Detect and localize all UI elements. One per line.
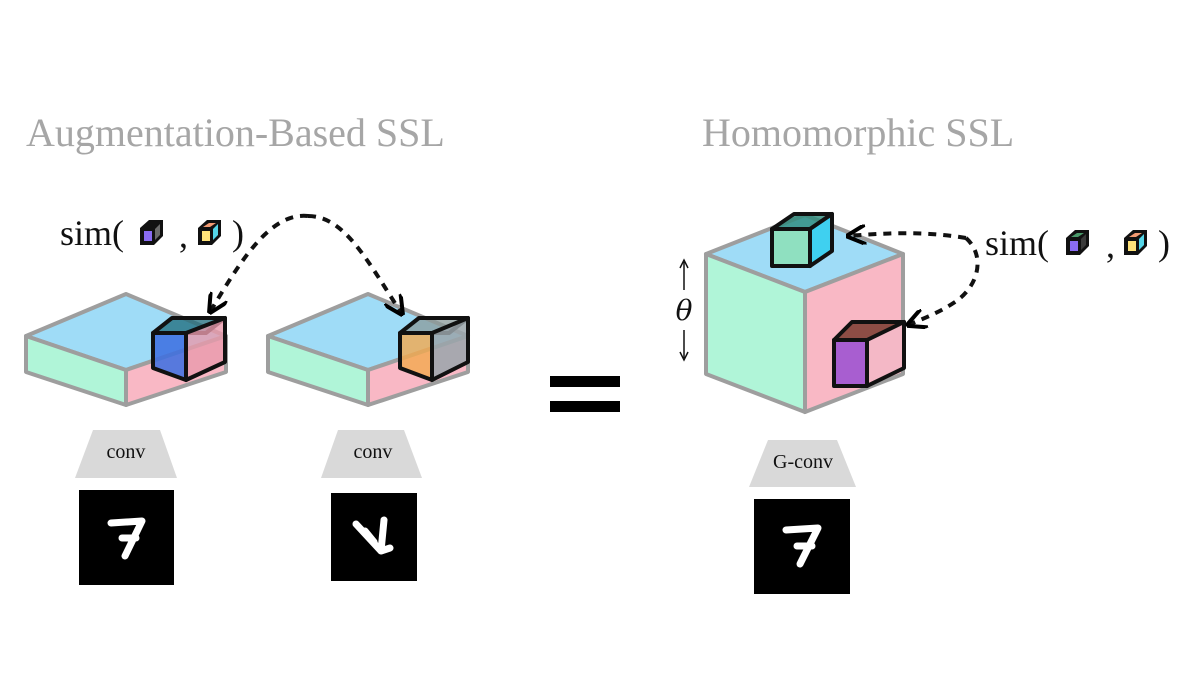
slab-b-highlight-cube (398, 316, 470, 382)
digit-seven-image (79, 490, 174, 585)
rotated-digit-seven-image (331, 493, 417, 581)
small-cube-icon (140, 220, 163, 245)
sim-suffix-left: ) (232, 213, 244, 253)
conv-encoder-b: conv (321, 430, 422, 478)
g-conv-label: G-conv (773, 451, 833, 473)
cube-side-highlight-cube (832, 320, 906, 388)
dashed-arrow-left-to-slab-a (210, 213, 309, 312)
conv-label-b: conv (354, 441, 393, 463)
title-augmentation-ssl: Augmentation-Based SSL (26, 110, 445, 155)
sim-prefix-right: sim( (985, 223, 1049, 263)
slab-a-highlight-cube (151, 316, 227, 382)
sim-separator-left: , (179, 215, 188, 255)
conv-label-a: conv (107, 441, 146, 463)
group-feature-cube (704, 212, 906, 414)
equals-sign (550, 376, 620, 412)
cube-top-highlight-cube (770, 212, 834, 268)
small-cube-icon (198, 220, 221, 245)
theta-rotation-axis: θ (676, 258, 693, 362)
feature-map-slab-b (266, 292, 470, 407)
sim-suffix-right: ) (1158, 223, 1170, 263)
sim-expression-left: sim( , ) (60, 213, 244, 255)
conv-encoder-a: conv (75, 430, 177, 478)
dashed-arrow-right-to-side-cube (908, 236, 980, 325)
sim-prefix-left: sim( (60, 213, 124, 253)
feature-map-slab-a (24, 292, 228, 407)
small-cube-icon (1124, 230, 1147, 255)
sim-separator-right: , (1106, 225, 1115, 265)
title-homomorphic-ssl: Homomorphic SSL (702, 110, 1014, 155)
g-conv-encoder: G-conv (749, 440, 856, 487)
theta-symbol: θ (676, 294, 693, 327)
small-cube-icon (1066, 230, 1089, 255)
digit-seven-image (754, 499, 850, 594)
sim-expression-right: sim( , ) (985, 223, 1170, 265)
